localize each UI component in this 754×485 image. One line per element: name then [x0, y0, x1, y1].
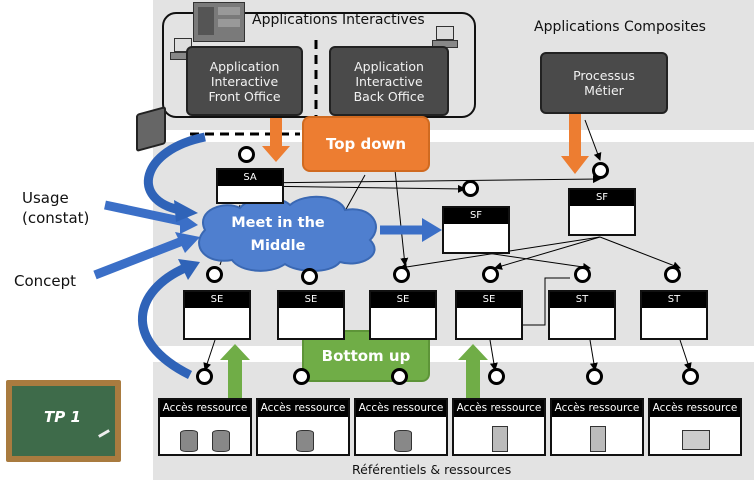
meet-in-the-middle-label: Meet in the Middle [231, 215, 325, 254]
service-sf1-label: SF [444, 208, 508, 224]
resource-5-label: Accès ressource [552, 400, 642, 417]
port-se3 [393, 266, 410, 283]
server-icon [492, 426, 508, 452]
resource-6-label: Accès ressource [650, 400, 740, 417]
back-office-app: Application Interactive Back Office [329, 46, 449, 116]
resource-1: Accès ressource [158, 398, 252, 456]
usage-label: Usage (constat) [22, 189, 90, 227]
service-se2-label: SE [279, 292, 343, 308]
computer-icon [432, 26, 458, 48]
port-st1 [574, 266, 591, 283]
resource-4: Accès ressource [452, 398, 546, 456]
service-sf1: SF [442, 206, 510, 254]
port-res4 [488, 368, 505, 385]
tp-chalkboard: TP 1 [6, 380, 121, 462]
computer-icon [170, 38, 196, 60]
port-sa [238, 146, 255, 163]
port-sf2 [592, 162, 609, 179]
service-st1: ST [548, 290, 616, 340]
resource-2: Accès ressource [256, 398, 350, 456]
database-icon [394, 430, 412, 452]
resource-6: Accès ressource [648, 398, 742, 456]
tp-label: TP 1 [44, 408, 81, 426]
resource-2-label: Accès ressource [258, 400, 348, 417]
port-res5 [586, 368, 603, 385]
chalk-icon [98, 429, 110, 438]
service-st2-label: ST [642, 292, 706, 308]
port-sf1 [462, 180, 479, 197]
port-res6 [682, 368, 699, 385]
port-res2 [293, 368, 310, 385]
front-office-app: Application Interactive Front Office [186, 46, 303, 116]
resource-5: Accès ressource [550, 398, 644, 456]
port-res3 [391, 368, 408, 385]
database-icon [212, 430, 230, 452]
interactive-layer-title: Applications Interactives [252, 12, 425, 28]
port-se4 [482, 266, 499, 283]
database-icon [180, 430, 198, 452]
port-se1 [206, 266, 223, 283]
service-se3: SE [369, 290, 437, 340]
service-sf2-label: SF [570, 190, 634, 206]
resources-layer-title: Référentiels & ressources [352, 462, 512, 477]
database-icon [296, 430, 314, 452]
concept-label: Concept [14, 272, 77, 290]
service-se4-label: SE [457, 292, 521, 308]
service-sa-label: SA [218, 170, 282, 186]
port-res1 [196, 368, 213, 385]
printer-icon [682, 430, 710, 450]
service-st2: ST [640, 290, 708, 340]
resource-4-label: Accès ressource [454, 400, 544, 417]
service-se1-label: SE [185, 292, 249, 308]
resource-3-label: Accès ressource [356, 400, 446, 417]
service-se4: SE [455, 290, 523, 340]
service-sf2: SF [568, 188, 636, 236]
server-icon [590, 426, 606, 452]
service-se3-label: SE [371, 292, 435, 308]
port-st2 [664, 266, 681, 283]
service-se1: SE [183, 290, 251, 340]
server-icon [136, 105, 166, 153]
resource-3: Accès ressource [354, 398, 448, 456]
processus-metier-box: Processus Métier [540, 52, 668, 114]
service-se2: SE [277, 290, 345, 340]
resource-1-label: Accès ressource [160, 400, 250, 417]
window-icon [193, 2, 245, 42]
service-st1-label: ST [550, 292, 614, 308]
top-down-label: Top down [302, 116, 430, 172]
composite-layer-title: Applications Composites [534, 19, 706, 35]
port-se2 [301, 268, 318, 285]
service-sa: SA [216, 168, 284, 204]
